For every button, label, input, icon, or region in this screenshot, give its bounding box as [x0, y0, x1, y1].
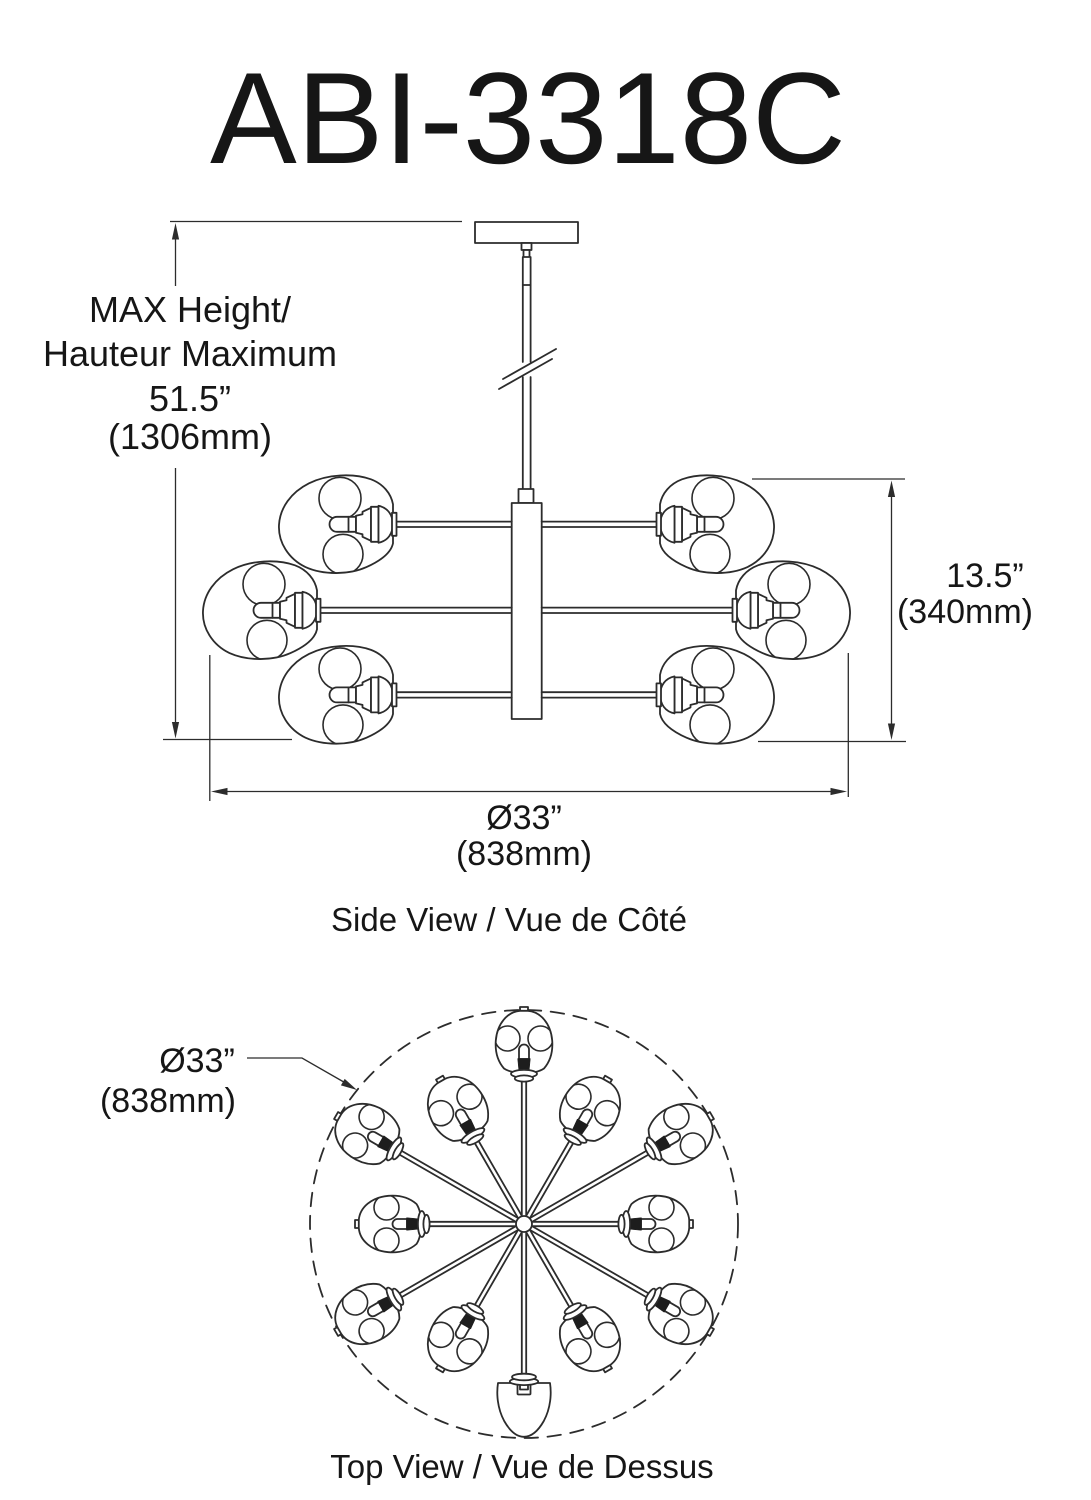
max-height-label-line4: (1306mm) [108, 416, 272, 457]
top-view-light [496, 1232, 552, 1438]
top-view-light [503, 1063, 633, 1231]
body-height-dimension: 13.5” (340mm) [752, 478, 1033, 743]
top-view-light [355, 1195, 515, 1253]
page-title: ABI-3318C [210, 45, 846, 191]
rod-connector [517, 488, 535, 504]
center-hub [515, 1215, 533, 1233]
glass-shade [203, 561, 321, 660]
arms-side [316, 520, 737, 699]
glass-shade [733, 561, 851, 660]
top-view: Ø33” (838mm) Top View / Vue de Dessus [100, 1007, 739, 1485]
max-height-label-line2: Hauteur Maximum [43, 333, 337, 374]
body-height-label-line1: 13.5” [946, 557, 1024, 595]
top-diameter-dimension: Ø33” (838mm) [100, 1042, 357, 1120]
top-view-light [414, 1063, 544, 1231]
stem-rod [498, 256, 557, 490]
max-height-dimension: MAX Height/ Hauteur Maximum 51.5” (1306m… [43, 220, 462, 741]
glass-shade [279, 646, 397, 745]
body-height-label-line2: (340mm) [897, 593, 1033, 631]
top-view-light [414, 1217, 544, 1385]
glass-shade [657, 646, 775, 745]
top-diameter-label-line2: (838mm) [100, 1082, 236, 1120]
diameter-dashed-circle [309, 1009, 739, 1439]
top-view-light [503, 1217, 633, 1385]
break-symbol [502, 348, 557, 380]
glass-shade [657, 475, 775, 574]
canopy-connector [520, 242, 533, 251]
side-view-caption: Side View / Vue de Côté [331, 901, 687, 938]
top-view-light [533, 1195, 693, 1253]
break-symbol [498, 358, 553, 390]
canopy-connector [522, 249, 531, 258]
max-height-label-line3: 51.5” [149, 378, 231, 419]
side-diameter-dimension: Ø33” (838mm) [209, 653, 849, 873]
central-body [510, 502, 543, 720]
side-diameter-label-line1: Ø33” [486, 799, 562, 837]
top-view-caption: Top View / Vue de Dessus [330, 1448, 713, 1485]
side-view: MAX Height/ Hauteur Maximum 51.5” (1306m… [43, 220, 1033, 938]
chandelier-side [203, 221, 851, 745]
max-height-label-line1: MAX Height/ [89, 289, 291, 330]
side-diameter-label-line2: (838mm) [456, 835, 592, 873]
top-diameter-label-line1: Ø33” [159, 1042, 235, 1080]
glass-shade [279, 475, 397, 574]
ceiling-canopy [474, 221, 579, 244]
